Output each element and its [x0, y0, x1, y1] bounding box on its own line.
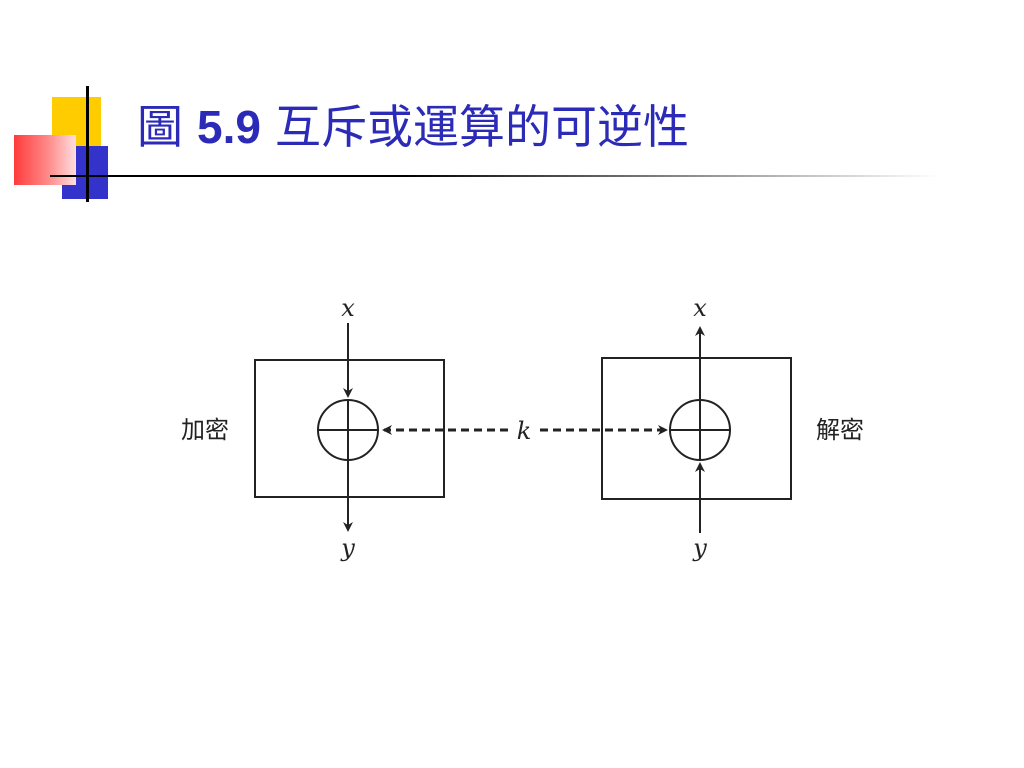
figure-number: 5.9 [197, 101, 261, 153]
encrypt-output-var: y [340, 534, 355, 562]
title-text: 互斥或運算的可逆性 [274, 100, 689, 154]
encrypt-input-var: x [341, 294, 355, 322]
title-underline [50, 175, 940, 177]
encrypt-label: 加密 [181, 416, 229, 444]
decor-vertical-line [86, 86, 89, 202]
encrypt-box [254, 359, 445, 498]
key-label: k [517, 417, 532, 445]
title-prefix: 圖 [137, 100, 183, 154]
xor-icon [669, 399, 731, 461]
decrypt-output-var: x [693, 294, 707, 322]
decrypt-input-var: y [692, 534, 707, 562]
decrypt-label: 解密 [816, 416, 864, 444]
xor-icon [317, 399, 379, 461]
decrypt-box [601, 357, 792, 500]
